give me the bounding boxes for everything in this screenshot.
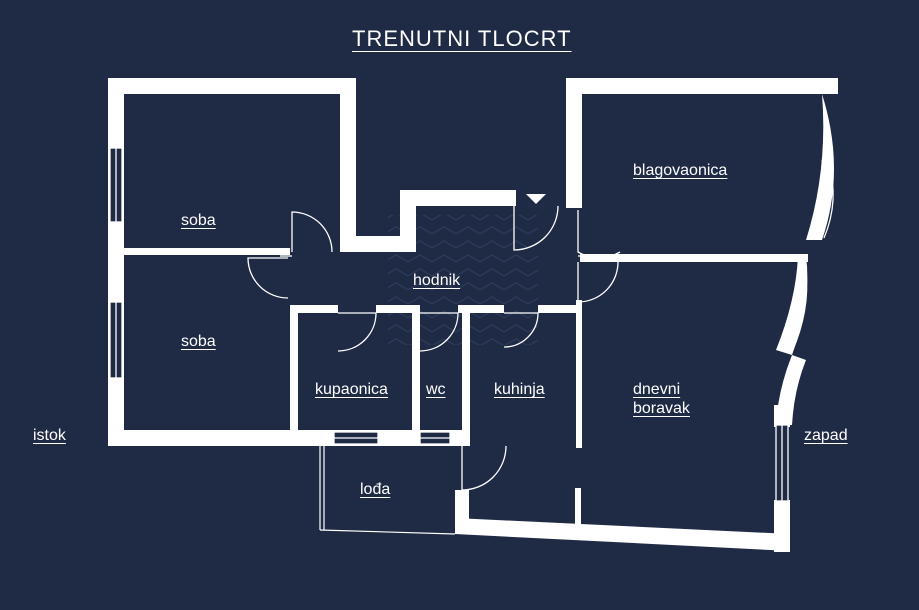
wall-kitchen-living <box>575 488 581 526</box>
wall-hall-bottom-2 <box>376 305 416 313</box>
room-label-dnevni-boravak: dnevni boravak <box>633 380 690 418</box>
wall-bottom-right <box>455 518 790 551</box>
wall-wc-kuh <box>462 305 470 443</box>
door-kuhinja <box>503 312 539 348</box>
door-soba-bottom <box>247 257 289 299</box>
wall-right-mid <box>774 405 790 427</box>
wall-left-top <box>108 78 356 94</box>
wall-soba-divider <box>124 248 290 255</box>
room-label-loda: lođa <box>360 481 391 498</box>
wall-left-outer <box>108 78 124 446</box>
orientation-east: istok <box>33 427 66 444</box>
door-entrance <box>513 205 559 251</box>
room-label-dnevni-line1: dnevni <box>633 381 681 398</box>
wall-right-curve-mid <box>776 256 808 355</box>
room-label-soba-bottom: soba <box>181 333 216 350</box>
room-label-soba-top: soba <box>181 212 216 229</box>
wall-step-top <box>400 190 516 206</box>
window-dining <box>817 159 828 239</box>
door-wc <box>419 312 459 352</box>
door-loda <box>461 445 507 491</box>
wall-left-step <box>340 236 416 252</box>
wall-right-inner-left <box>566 78 582 208</box>
room-label-kuhinja: kuhinja <box>494 381 545 398</box>
doors <box>247 205 621 491</box>
wall-right-top <box>566 78 838 94</box>
window-living-curve <box>785 271 802 351</box>
wall-bottom-left <box>108 430 470 446</box>
door-kupaonica <box>337 312 377 352</box>
room-label-kupaonica: kupaonica <box>315 381 388 398</box>
room-label-dnevni-line2: boravak <box>633 400 690 417</box>
door-dnevni <box>577 261 619 303</box>
wall-right-lower <box>774 500 790 552</box>
room-label-blagovaonica: blagovaonica <box>633 162 728 179</box>
wall-right-divider <box>580 254 808 262</box>
entrance-marker <box>526 194 546 204</box>
wall-kup-left <box>290 305 298 435</box>
wall-hall-bottom-1 <box>290 305 338 313</box>
plan-title: TRENUTNI TLOCRT <box>352 26 572 51</box>
wall-hall-bottom-4 <box>538 305 580 313</box>
orientation-west: zapad <box>804 427 848 444</box>
room-label-wc: wc <box>426 381 446 398</box>
wall-hall-right <box>576 300 582 448</box>
door-soba-top <box>291 211 333 253</box>
loggia <box>319 446 456 535</box>
door-blagovaonica <box>577 210 621 259</box>
wall-left-inner-top <box>340 78 356 250</box>
wall-kup-wc <box>412 305 420 435</box>
room-label-hodnik: hodnik <box>413 272 461 289</box>
windows <box>109 147 834 502</box>
wall-hall-bottom-3 <box>458 305 504 313</box>
